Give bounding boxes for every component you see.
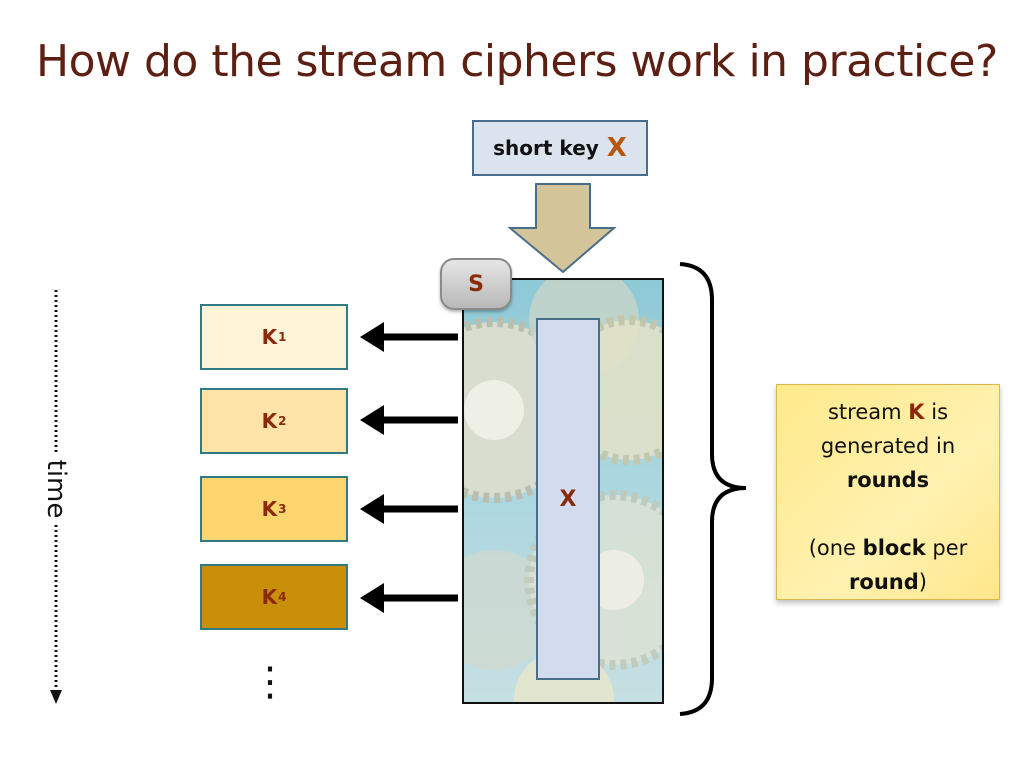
curly-brace	[679, 262, 747, 716]
keystream-block-label: K	[261, 585, 278, 609]
page-title: How do the stream ciphers work in practi…	[36, 36, 998, 87]
keystream-block-index: 1	[278, 330, 287, 344]
keystream-block-index: 2	[278, 414, 287, 428]
info-bold: round	[849, 570, 919, 594]
keystream-block-label: K	[261, 409, 278, 433]
keystream-block-label: K	[261, 325, 278, 349]
info-k: K	[908, 400, 925, 424]
time-axis-arrowhead	[50, 690, 62, 704]
keystream-block-index: 4	[278, 590, 287, 604]
time-label: time	[41, 453, 71, 525]
keystream-block-index: 3	[278, 502, 287, 516]
ellipsis-vertical: ⋮	[250, 659, 290, 705]
short-key-box: short key X	[472, 120, 648, 176]
output-arrow-3	[360, 494, 458, 524]
info-text: generated in	[820, 434, 956, 458]
info-text: stream	[827, 400, 902, 424]
short-key-label: short key	[493, 136, 599, 160]
info-text: per	[932, 536, 968, 560]
output-arrow-4	[360, 583, 458, 613]
output-arrow-1	[360, 322, 458, 352]
info-callout: stream K is generated in rounds (one blo…	[776, 384, 1000, 600]
keystream-block-label: K	[261, 497, 278, 521]
info-bold: rounds	[846, 468, 930, 492]
info-text: (one	[808, 536, 856, 560]
down-arrow	[507, 183, 617, 274]
info-bold: block	[862, 536, 926, 560]
state-register: X	[536, 318, 600, 680]
seed-badge: S	[440, 258, 512, 310]
short-key-var: X	[606, 133, 627, 163]
info-text: is	[931, 400, 949, 424]
output-arrow-2	[360, 405, 458, 435]
info-text: )	[918, 570, 927, 594]
